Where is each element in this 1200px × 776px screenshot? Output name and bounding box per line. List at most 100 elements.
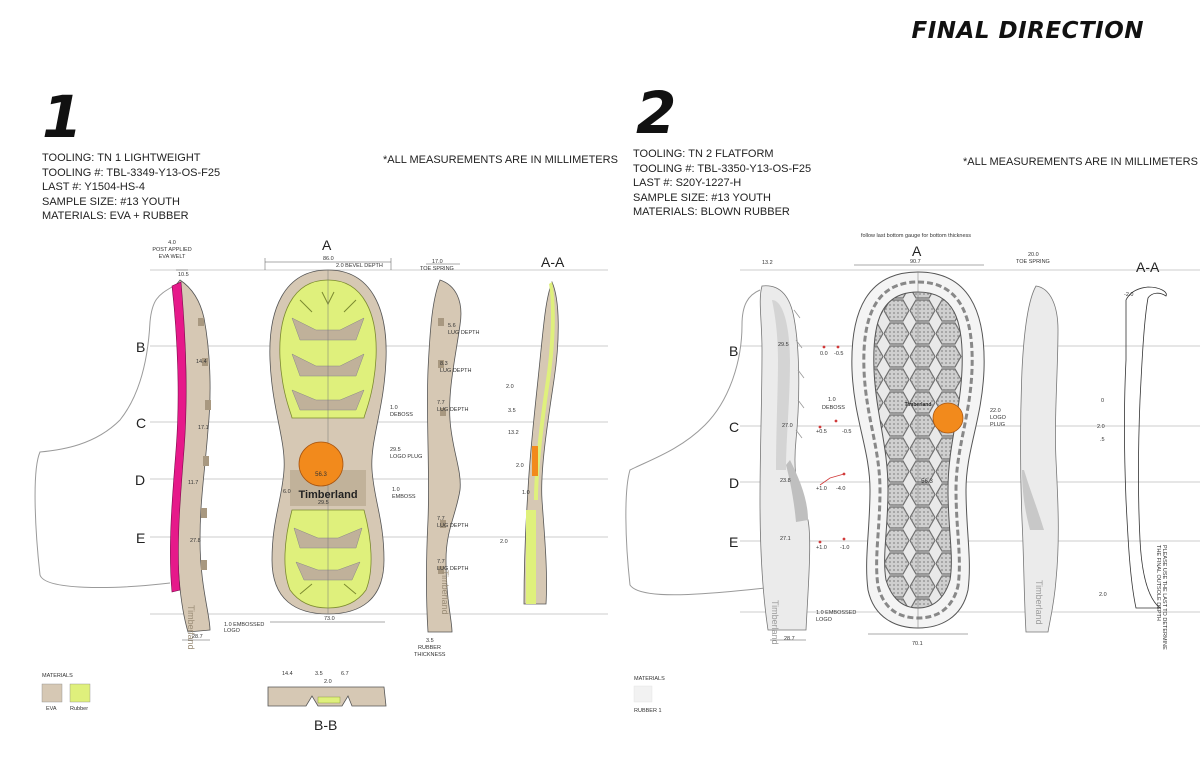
panel-1-number: 1 [42, 83, 83, 151]
svg-text:-0.5: -0.5 [842, 429, 851, 435]
panel-1-specs: TOOLING: TN 1 LIGHTWEIGHT TOOLING #: TBL… [42, 151, 220, 224]
svg-text:0: 0 [1101, 398, 1104, 404]
svg-text:13.2: 13.2 [762, 260, 773, 266]
svg-text:2.0 BEVEL DEPTH: 2.0 BEVEL DEPTH [336, 263, 383, 269]
svg-text:56.3: 56.3 [921, 479, 933, 485]
svg-text:LUG DEPTH: LUG DEPTH [440, 368, 472, 374]
panel-2-materials-legend: MATERIALS RUBBER 1 [633, 676, 665, 714]
panel-2-measurement-note: *ALL MEASUREMENTS ARE IN MILLIMETERS [963, 156, 1198, 168]
svg-text:1.0 EMBOSSED: 1.0 EMBOSSED [224, 622, 264, 628]
svg-text:5.6: 5.6 [448, 323, 456, 329]
svg-text:56.3: 56.3 [315, 472, 327, 478]
svg-text:28.7: 28.7 [784, 636, 795, 642]
svg-text:4.0: 4.0 [168, 240, 176, 246]
svg-text:1.0 EMBOSSED: 1.0 EMBOSSED [816, 610, 856, 616]
svg-text:2.0: 2.0 [324, 679, 332, 685]
panel-2-spec-tooling: TOOLING: TN 2 FLATFORM [633, 148, 774, 160]
panel-2-spec-sample-size: SAMPLE SIZE: #13 YOUTH [633, 191, 771, 204]
svg-text:1.0: 1.0 [522, 490, 530, 496]
panel-1-section-bb [267, 686, 387, 707]
svg-text:PLUG: PLUG [990, 422, 1005, 428]
svg-text:28.7: 28.7 [192, 634, 203, 640]
svg-text:LOGO: LOGO [224, 628, 241, 634]
panel-2-spec-materials: MATERIALS: BLOWN RUBBER [633, 206, 790, 218]
panel-1-side-brand: Timberland [186, 605, 196, 650]
svg-text:73.0: 73.0 [324, 616, 335, 622]
svg-text:17.1: 17.1 [198, 425, 209, 431]
svg-text:LUG DEPTH: LUG DEPTH [437, 566, 469, 572]
svg-text:POST APPLIED: POST APPLIED [152, 247, 191, 253]
svg-text:EVA: EVA [46, 706, 57, 712]
panel-2-deviation-markers [818, 345, 846, 544]
panel-1-spec-tooling: TOOLING: TN 1 LIGHTWEIGHT [42, 152, 201, 164]
svg-text:+1.0: +1.0 [816, 486, 827, 492]
panel-1-spec-materials: MATERIALS: EVA + RUBBER [42, 210, 189, 222]
svg-text:27.0: 27.0 [782, 423, 793, 429]
svg-text:LUG DEPTH: LUG DEPTH [437, 523, 469, 529]
svg-text:THE FINAL OUTSOLE DEPTH: THE FINAL OUTSOLE DEPTH [1155, 545, 1161, 621]
panel-1-side-view-medial [426, 279, 462, 633]
svg-text:6.7: 6.7 [341, 671, 349, 677]
svg-text:10.5: 10.5 [178, 272, 189, 278]
svg-text:7.7: 7.7 [437, 400, 445, 406]
svg-text:1.0: 1.0 [828, 397, 836, 403]
panel-2-view-a-label: A [912, 243, 922, 259]
svg-text:-4.0: -4.0 [836, 486, 845, 492]
svg-text:8.3: 8.3 [440, 361, 448, 367]
panel-2-spec-tooling-number: TOOLING #: TBL-3350-Y13-OS-F25 [633, 162, 812, 175]
panel-1-measurement-note: *ALL MEASUREMENTS ARE IN MILLIMETERS [383, 154, 618, 166]
svg-text:23.8: 23.8 [780, 478, 791, 484]
svg-text:2.0: 2.0 [500, 539, 508, 545]
svg-text:DEBOSS: DEBOSS [822, 405, 845, 411]
panel-1-drawing: Timberland Timberland 56.3 [34, 237, 608, 733]
panel-1-marker-e: E [136, 530, 145, 546]
svg-text:2.0: 2.0 [1097, 424, 1105, 430]
svg-text:+1.0: +1.0 [816, 545, 827, 551]
panel-1-marker-b: B [136, 339, 145, 355]
svg-text:3.5: 3.5 [508, 408, 516, 414]
svg-text:DEBOSS: DEBOSS [390, 412, 413, 418]
panel-1-marker-d: D [135, 472, 145, 488]
svg-text:13.2: 13.2 [508, 430, 519, 436]
panel-1-spec-last: LAST #: Y1504-HS-4 [42, 181, 145, 193]
svg-text:LUG DEPTH: LUG DEPTH [448, 330, 480, 336]
page-title: FINAL DIRECTION [911, 18, 1144, 44]
svg-text:2.0: 2.0 [1099, 592, 1107, 598]
svg-text:29.5: 29.5 [390, 447, 401, 453]
svg-text:+0.5: +0.5 [816, 429, 827, 435]
panel-2-number: 2 [636, 79, 677, 147]
svg-text:22.0: 22.0 [990, 408, 1001, 414]
panel-2-section-aa [1124, 286, 1167, 609]
panel-2-drawing: follow last bottom gauge for bottom thic… [625, 233, 1200, 714]
svg-text:3.5: 3.5 [315, 671, 323, 677]
panel-2-medial-brand: Timberland [1034, 580, 1044, 625]
svg-text:MATERIALS: MATERIALS [42, 673, 73, 679]
svg-text:14.4: 14.4 [196, 359, 207, 365]
panel-1-last-outline [34, 286, 173, 589]
svg-text:27.1: 27.1 [780, 536, 791, 542]
svg-text:20.0: 20.0 [1028, 252, 1039, 258]
panel-1-view-aa-label: A-A [541, 254, 565, 270]
svg-text:17.0: 17.0 [432, 259, 443, 265]
panel-1-eva-welt [170, 281, 187, 593]
svg-text:14.4: 14.4 [282, 671, 293, 677]
panel-2-side-view-medial [1020, 285, 1059, 633]
svg-text:2.0: 2.0 [516, 463, 524, 469]
panel-1-view-bb-label: B-B [314, 717, 337, 733]
svg-text:90.7: 90.7 [910, 259, 921, 265]
svg-text:.5: .5 [1100, 437, 1105, 443]
panel-1-view-a-label: A [322, 237, 332, 253]
panel-1-aa-logo-plug [532, 446, 538, 476]
svg-text:PLEASE USE THE LAST TO DETERMI: PLEASE USE THE LAST TO DETERMINE [1161, 545, 1167, 650]
svg-text:LOGO PLUG: LOGO PLUG [390, 454, 422, 460]
svg-text:EVA WELT: EVA WELT [159, 254, 186, 260]
panel-2-view-aa-label: A-A [1136, 259, 1160, 275]
panel-2-marker-d: D [729, 475, 739, 491]
svg-text:2.0: 2.0 [506, 384, 514, 390]
svg-text:EMBOSS: EMBOSS [392, 494, 416, 500]
panel-2-logo-plug [932, 402, 964, 434]
panel-2-marker-b: B [729, 343, 738, 359]
svg-text:29.5: 29.5 [318, 500, 329, 506]
svg-text:-1.0: -1.0 [840, 545, 849, 551]
